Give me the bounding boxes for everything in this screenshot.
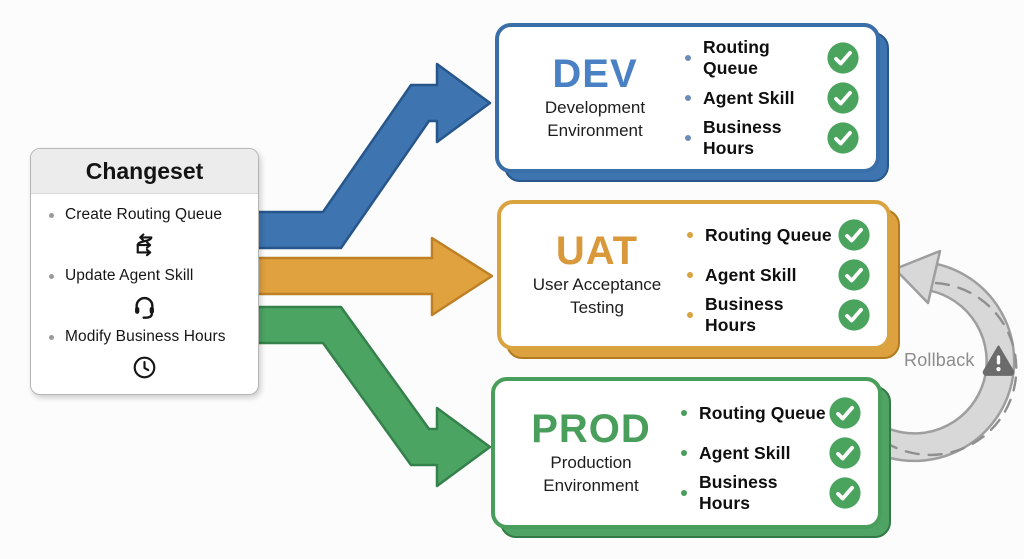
changeset-item: Create Routing Queue <box>31 203 258 227</box>
changeset-panel: Changeset Create Routing Queue Update Ag… <box>30 148 259 395</box>
bullet-dot <box>685 135 691 141</box>
bullet-dot <box>685 55 691 61</box>
env-titleblock: DEV Development Environment <box>507 54 683 141</box>
bullet-dot <box>681 490 687 496</box>
checklist-label: Agent Skill <box>705 264 797 285</box>
checklist-row: Agent Skill <box>683 81 860 115</box>
env-checklist: Routing Queue Agent Skill Business Hours <box>679 396 862 513</box>
env-card-prod: PROD Production Environment Routing Queu… <box>491 377 891 538</box>
checkmark-icon <box>837 298 871 332</box>
checklist-label: Routing Queue <box>705 224 832 245</box>
checkmark-icon <box>826 81 860 115</box>
changeset-item: Update Agent Skill <box>31 264 258 288</box>
rollback-label: Rollback <box>904 350 975 370</box>
env-name: User Acceptance Testing <box>532 275 662 317</box>
env-name: Development Environment <box>544 98 646 140</box>
promote-arrow-dev <box>251 62 492 250</box>
env-code: PROD <box>531 407 651 452</box>
env-checklist: Routing Queue Agent Skill Business Hours <box>683 37 860 158</box>
checklist-row: Routing Queue <box>679 396 862 430</box>
changeset-item-label: Create Routing Queue <box>65 206 223 223</box>
env-card-face: PROD Production Environment Routing Queu… <box>491 377 882 529</box>
checklist-row: Routing Queue <box>685 218 871 252</box>
promote-arrow-prod <box>251 305 492 488</box>
env-titleblock: UAT User Acceptance Testing <box>509 231 685 318</box>
bullet-dot <box>685 95 691 101</box>
checklist-label: Routing Queue <box>699 402 826 423</box>
checkmark-icon <box>837 218 871 252</box>
bullet-dot <box>681 410 687 416</box>
changeset-body: Create Routing Queue Update Agent Skill <box>31 194 258 394</box>
env-card-uat: UAT User Acceptance Testing Routing Queu… <box>497 200 900 359</box>
rollback-arrow <box>879 249 1018 463</box>
changeset-title: Changeset <box>85 157 204 184</box>
bullet-dot <box>681 450 687 456</box>
checkmark-icon <box>826 121 860 155</box>
checklist-row: Routing Queue <box>683 37 860 78</box>
changeset-item: Modify Business Hours <box>31 325 258 349</box>
checklist-row: Business Hours <box>679 472 862 513</box>
checkmark-icon <box>828 476 862 510</box>
checklist-row: Business Hours <box>683 117 860 158</box>
checkmark-icon <box>828 436 862 470</box>
warning-icon <box>981 342 1016 377</box>
env-card-face: DEV Development Environment Routing Queu… <box>495 23 880 173</box>
checkmark-icon <box>828 396 862 430</box>
env-code: DEV <box>552 52 638 97</box>
checklist-label: Agent Skill <box>703 87 795 108</box>
env-code: UAT <box>555 229 639 274</box>
headset-icon <box>31 290 258 322</box>
checklist-row: Agent Skill <box>685 258 871 292</box>
bullet-dot <box>49 334 54 340</box>
bullet-dot <box>687 272 693 278</box>
bullet-dot <box>687 312 693 318</box>
changeset-item-label: Modify Business Hours <box>65 328 226 345</box>
promote-arrow-uat <box>251 236 494 317</box>
checkmark-icon <box>826 41 860 75</box>
checklist-label: Business Hours <box>699 472 778 513</box>
env-titleblock: PROD Production Environment <box>503 409 679 496</box>
checklist-label: Business Hours <box>705 294 784 335</box>
checkmark-icon <box>837 258 871 292</box>
route-icon <box>31 229 258 261</box>
checklist-label: Routing Queue <box>703 37 770 78</box>
bullet-dot <box>49 212 54 218</box>
checklist-row: Agent Skill <box>679 436 862 470</box>
bullet-dot <box>687 232 693 238</box>
env-card-face: UAT User Acceptance Testing Routing Queu… <box>497 200 891 350</box>
bullet-dot <box>49 273 54 279</box>
changeset-item-label: Update Agent Skill <box>65 267 194 284</box>
env-name: Production Environment <box>543 453 639 495</box>
env-card-dev: DEV Development Environment Routing Queu… <box>495 23 889 182</box>
checklist-label: Agent Skill <box>699 442 791 463</box>
checklist-label: Business Hours <box>703 117 782 158</box>
checklist-row: Business Hours <box>685 294 871 335</box>
clock-icon <box>31 351 258 383</box>
changeset-header: Changeset <box>31 149 258 194</box>
env-checklist: Routing Queue Agent Skill Business Hours <box>685 218 871 335</box>
